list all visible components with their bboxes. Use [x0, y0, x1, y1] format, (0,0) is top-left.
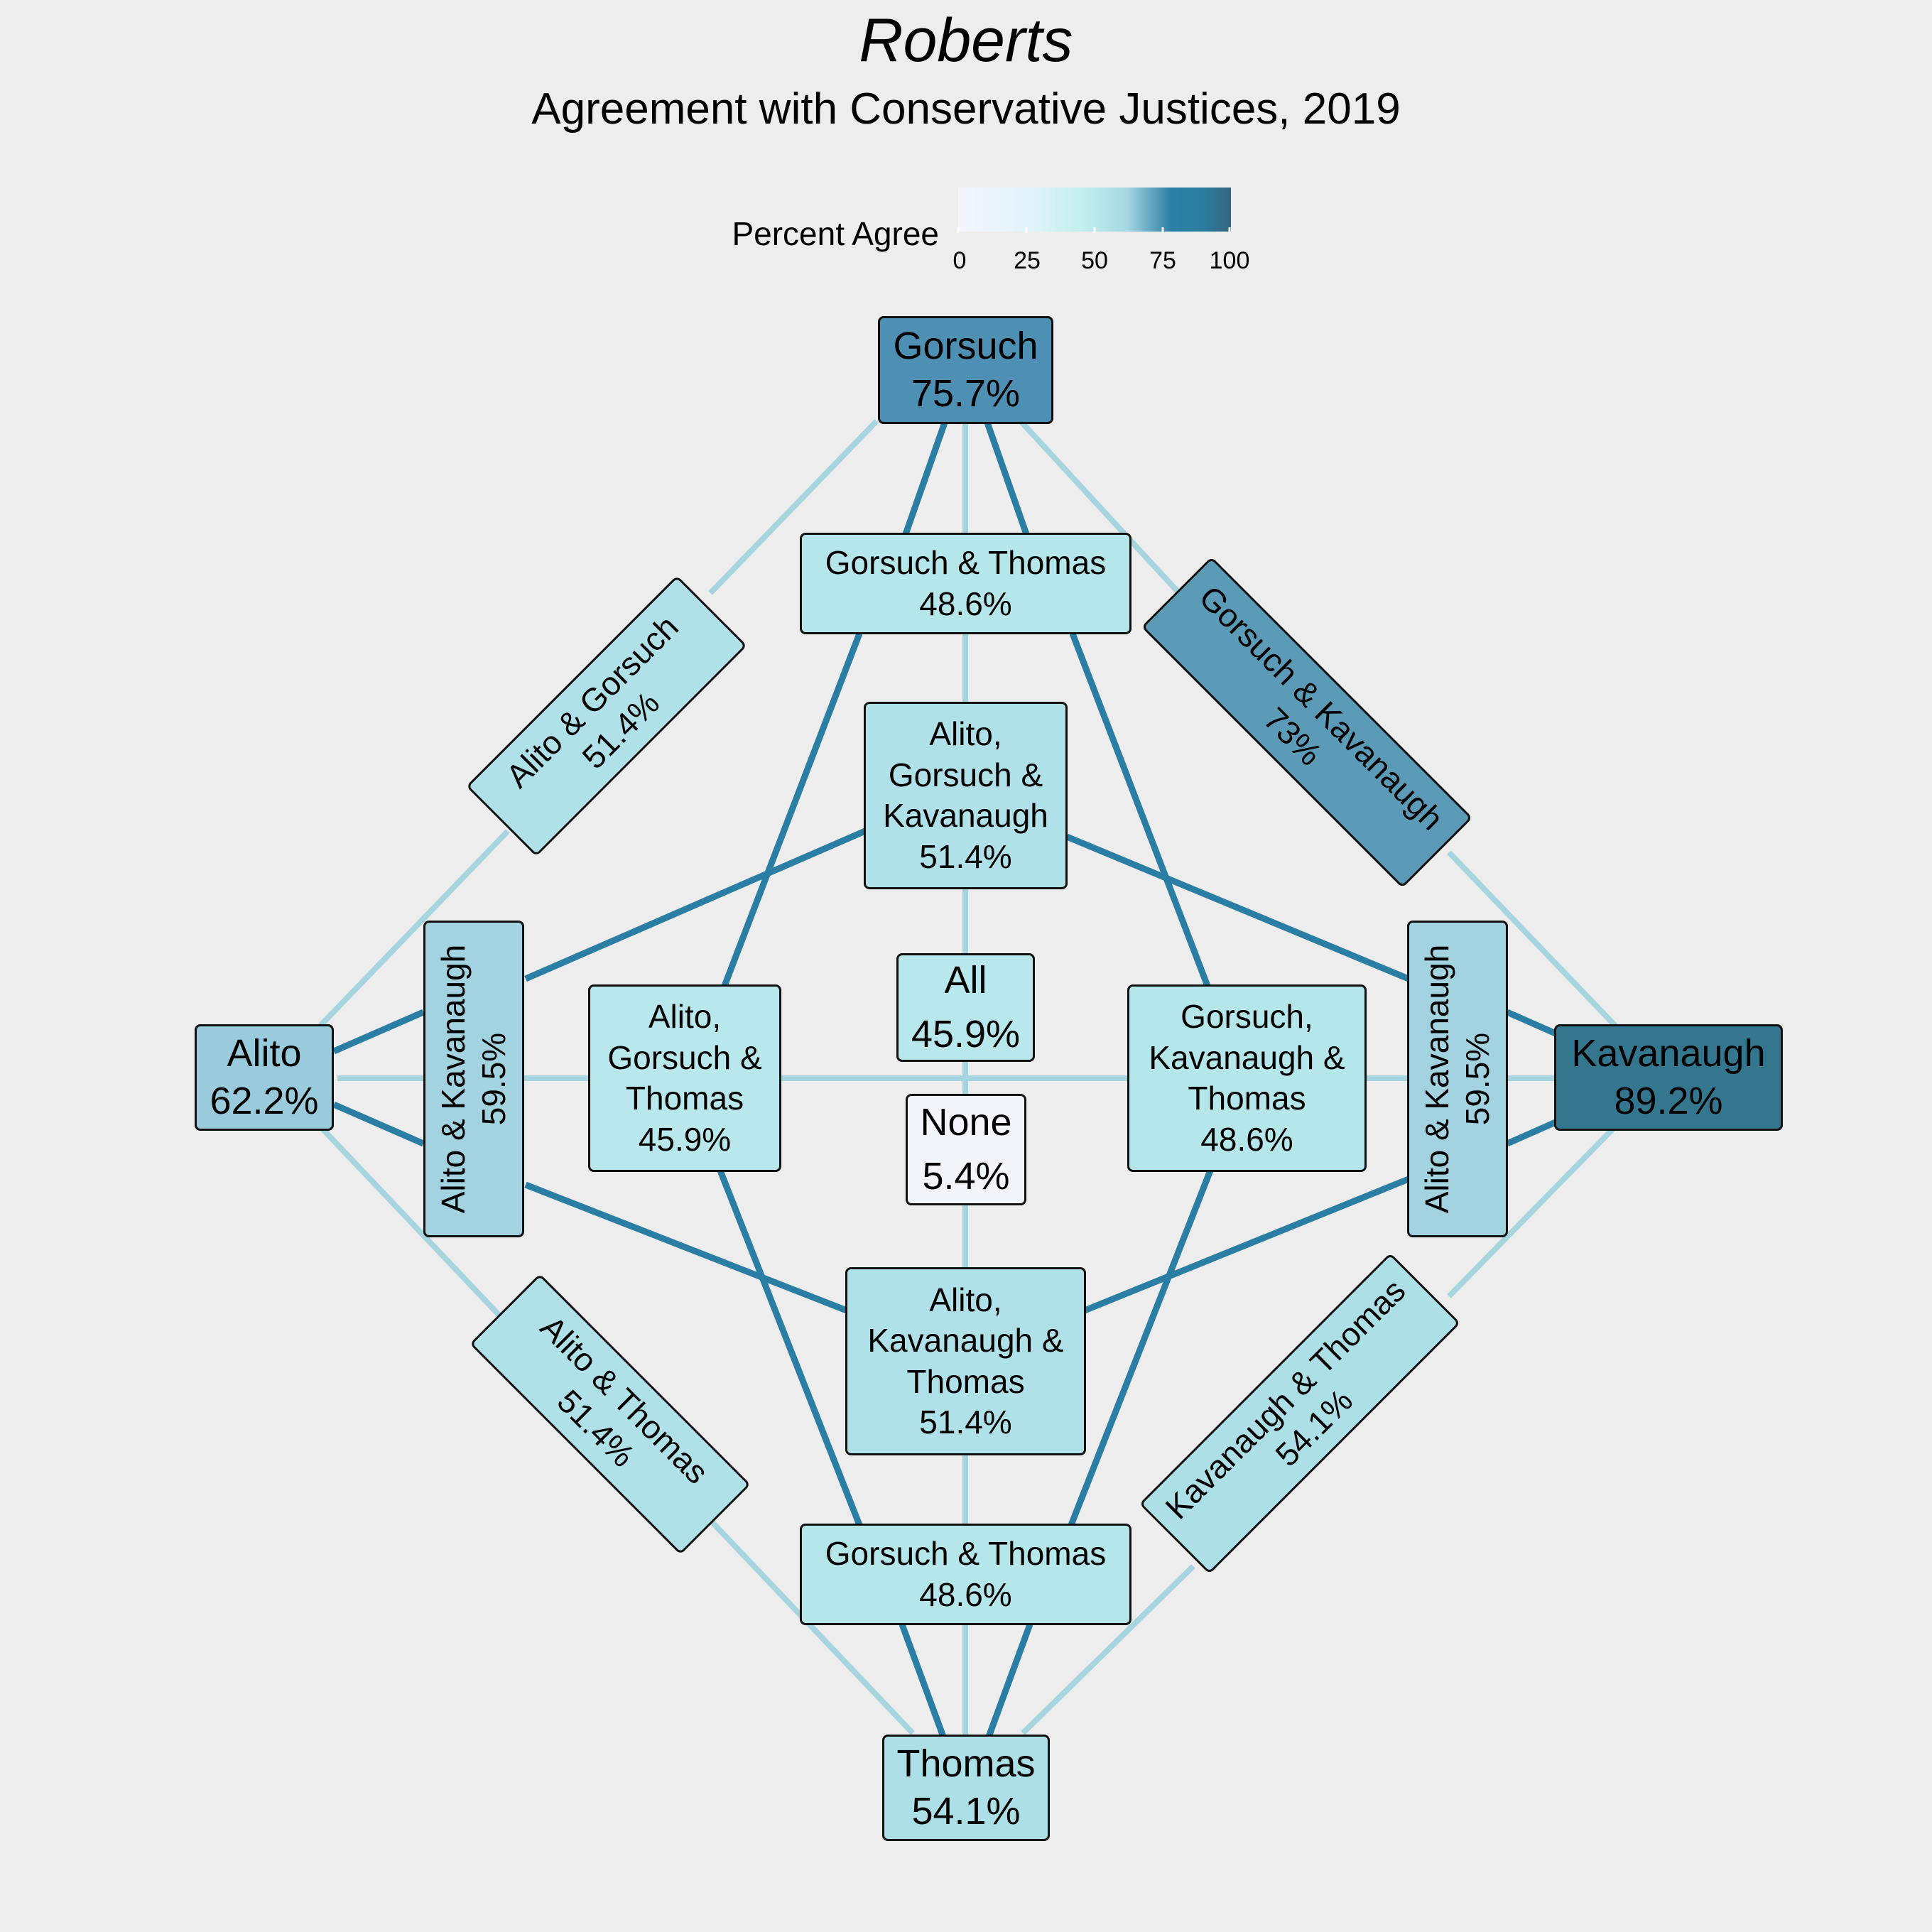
edge [717, 1169, 863, 1526]
node-label: Thomas [896, 1742, 1036, 1785]
node-percent: 45.9% [911, 1012, 1021, 1055]
edge [902, 421, 948, 536]
legend-color-bar [958, 188, 1231, 232]
chart-subtitle: Agreement with Conservative Justices, 20… [531, 85, 1401, 134]
legend-tick-label: 0 [953, 247, 967, 274]
node-percent: 48.6% [919, 1575, 1012, 1613]
edge [1021, 1564, 1195, 1735]
edge [985, 1623, 1033, 1738]
legend-tick-label: 25 [1014, 247, 1041, 274]
node-alito-kavanaugh-thomas: Alito, Kavanaugh & Thomas 51.4% [845, 1267, 1086, 1455]
edge [1506, 1119, 1557, 1147]
node-label: Alito [227, 1031, 302, 1075]
legend-tick-label: 50 [1081, 247, 1108, 274]
node-percent: 59.5% [475, 1032, 512, 1126]
node-none: None 5.4% [906, 1094, 1026, 1205]
node-percent: 5.4% [922, 1154, 1010, 1198]
node-alito-kavanaugh-left: Alito & Kavanaugh 59.5% [423, 921, 524, 1237]
node-percent: 54.1% [911, 1790, 1021, 1833]
edge [1083, 1176, 1410, 1314]
node-percent: 62.2% [210, 1080, 319, 1122]
legend-tickmark [1161, 227, 1164, 233]
node-percent: 48.6% [1200, 1120, 1293, 1158]
edge [318, 1124, 517, 1334]
edge [332, 1009, 425, 1055]
node-thomas: Thomas 54.1% [882, 1735, 1050, 1841]
edge [1065, 833, 1410, 982]
node-label: Kavanaugh [1571, 1031, 1766, 1075]
node-percent: 51.4% [919, 837, 1012, 875]
legend-tick-label: 100 [1209, 247, 1250, 274]
node-alito-gorsuch-thomas: Alito, Gorsuch & Thomas 45.9% [588, 984, 781, 1172]
edge [524, 1181, 848, 1314]
node-kavanaugh: Kavanaugh 89.2% [1554, 1024, 1783, 1131]
edge [1019, 419, 1181, 595]
node-label: Gorsuch [893, 324, 1038, 367]
node-percent: 48.6% [919, 585, 1012, 622]
node-alito-kavanaugh-right: Alito & Kavanaugh 59.5% [1407, 921, 1508, 1237]
chart-title: Roberts [859, 6, 1073, 75]
edge [1447, 1124, 1618, 1298]
edge [1068, 1169, 1214, 1526]
node-label: None [920, 1100, 1012, 1144]
edge [1447, 850, 1618, 1029]
node-alito: Alito 62.2% [195, 1024, 334, 1131]
node-percent: 75.7% [911, 372, 1021, 415]
node-percent: 89.2% [1614, 1080, 1723, 1122]
edge [1506, 1009, 1557, 1037]
edge [984, 421, 1030, 536]
node-label: Gorsuch & Thomas [825, 544, 1107, 581]
node-gorsuch-thomas-bottom: Gorsuch & Thomas 48.6% [800, 1524, 1131, 1625]
edge [899, 1623, 947, 1738]
node-alito-gorsuch-kavanaugh: Alito, Gorsuch & Kavanaugh 51.4% [864, 702, 1068, 889]
node-label: Alito, Gorsuch & Thomas [607, 998, 762, 1117]
node-gorsuch: Gorsuch 75.7% [878, 316, 1053, 424]
node-label: All [944, 958, 987, 1002]
legend-tickmark [1025, 227, 1028, 233]
edge [524, 827, 867, 982]
node-percent: 51.4% [919, 1404, 1012, 1440]
legend-tick-label: 75 [1149, 247, 1176, 274]
node-percent: 45.9% [638, 1120, 732, 1158]
node-label: Alito, Gorsuch & Kavanaugh [883, 715, 1048, 834]
node-label: Alito & Kavanaugh [434, 944, 472, 1214]
edge [1069, 632, 1211, 987]
node-label: Alito, Kavanaugh & Thomas [867, 1281, 1064, 1400]
legend-tickmark [1093, 227, 1096, 233]
edge [721, 632, 863, 987]
edge [332, 1101, 425, 1147]
node-label: Alito & Kavanaugh [1418, 944, 1455, 1214]
node-gorsuch-kavanaugh-thomas: Gorsuch, Kavanaugh & Thomas 48.6% [1127, 984, 1367, 1172]
node-gorsuch-thomas-top: Gorsuch & Thomas 48.6% [800, 533, 1131, 634]
node-percent: 59.5% [1459, 1032, 1496, 1126]
legend-title: Percent Agree [732, 215, 939, 252]
edge [708, 419, 879, 595]
node-label: Gorsuch, Kavanaugh & Thomas [1149, 998, 1345, 1117]
node-label: Gorsuch & Thomas [825, 1535, 1107, 1572]
legend-tickmark [957, 227, 960, 233]
edge [318, 829, 510, 1029]
legend-tickmark [1228, 227, 1231, 233]
node-all: All 45.9% [896, 953, 1035, 1062]
